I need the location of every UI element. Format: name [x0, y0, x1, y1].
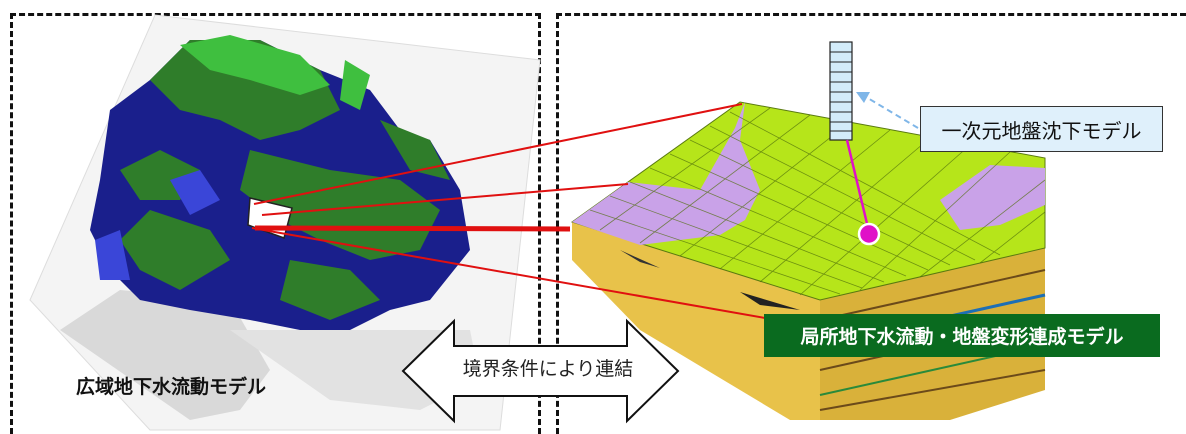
- connector-lines: [251, 103, 766, 319]
- magenta-dot-icon: [857, 222, 881, 246]
- boundary-condition-link-label: 境界条件により連結: [462, 358, 634, 380]
- layered-column-icon: [829, 41, 871, 233]
- local-coupled-model-label: 局所地下水流動・地盤変形連成モデル: [764, 314, 1160, 357]
- left-right-arrow-icon: [401, 318, 680, 424]
- regional-groundwater-model-label: 広域地下水流動モデル: [76, 376, 267, 398]
- one-dim-subsidence-label: 一次元地盤沈下モデル: [920, 106, 1163, 152]
- regional-terrain-model: [29, 14, 541, 431]
- label-pointer-arrow: [856, 92, 919, 129]
- regional-model-panel: [10, 13, 541, 434]
- local-model-panel: [556, 13, 1186, 434]
